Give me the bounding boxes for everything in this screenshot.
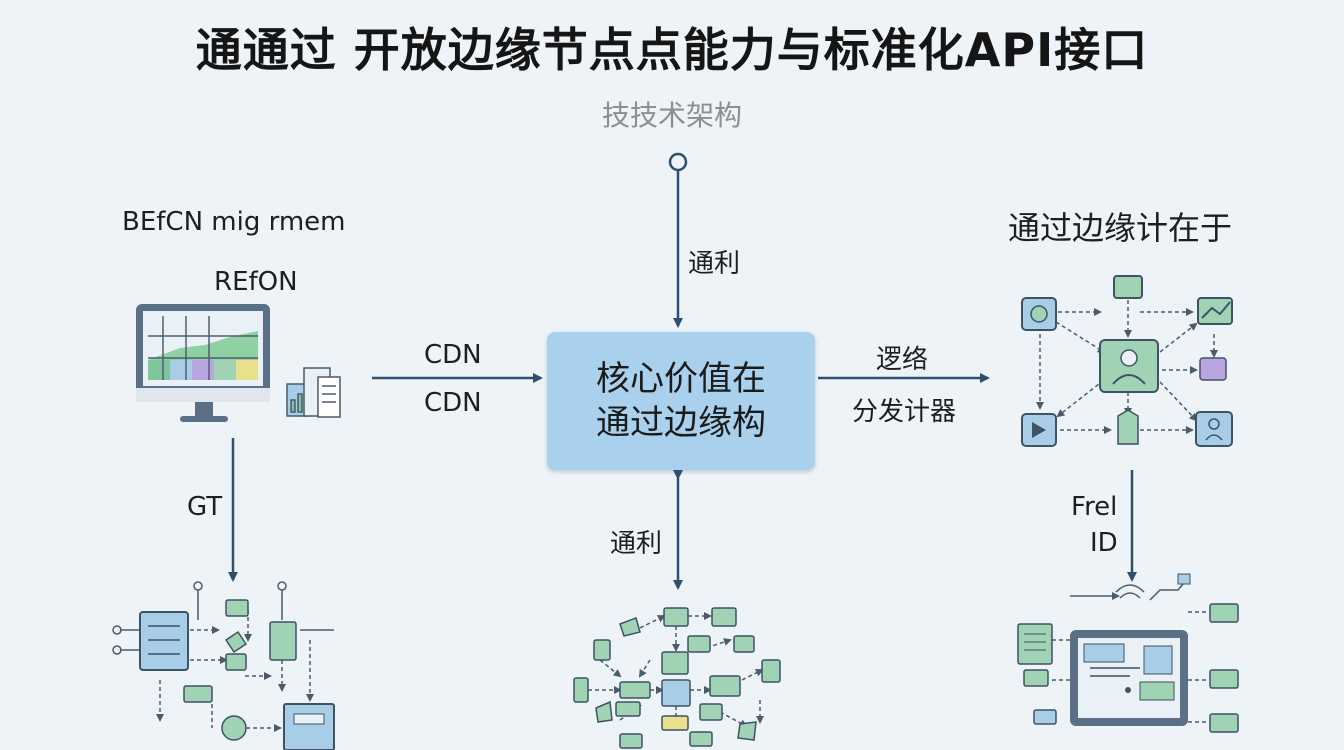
left-in-label-1: CDN [424, 340, 482, 370]
left-sublabel: REfON [214, 267, 298, 297]
bottom-arrow-label: 通利 [610, 529, 663, 559]
left-down-label: GT [187, 492, 223, 522]
right-out-label-1: 逻络 [876, 345, 929, 375]
monitor-chart-icon [136, 304, 270, 422]
right-down-label-2: ID [1090, 528, 1118, 558]
left-flow-diagram [112, 581, 335, 750]
document-stack-icon [286, 367, 341, 418]
page-subtitle: 技技术架构 [601, 99, 742, 132]
core-value-box: 核心价值在 通过边缘构 [547, 332, 815, 470]
left-in-label-2: CDN [424, 388, 482, 418]
right-heading: 通过边缘计在于 [1008, 209, 1233, 247]
dashboard-monitor-icon [1017, 573, 1239, 733]
page-title: 通通过 开放边缘节点点能力与标准化API接口 [195, 23, 1149, 77]
main-arrows [228, 152, 1137, 590]
edge-network-cluster [1021, 275, 1233, 447]
top-origin-circle [668, 152, 688, 172]
right-down-label-1: Frel [1071, 492, 1118, 522]
right-out-label-2: 分发计器 [852, 397, 957, 427]
core-line-2: 通过边缘构 [596, 403, 766, 443]
top-arrow-label: 通利 [688, 249, 741, 279]
core-line-1: 核心价值在 [596, 359, 766, 399]
left-heading: BEfCN mig rmem [122, 207, 346, 237]
center-node-web [573, 607, 781, 749]
